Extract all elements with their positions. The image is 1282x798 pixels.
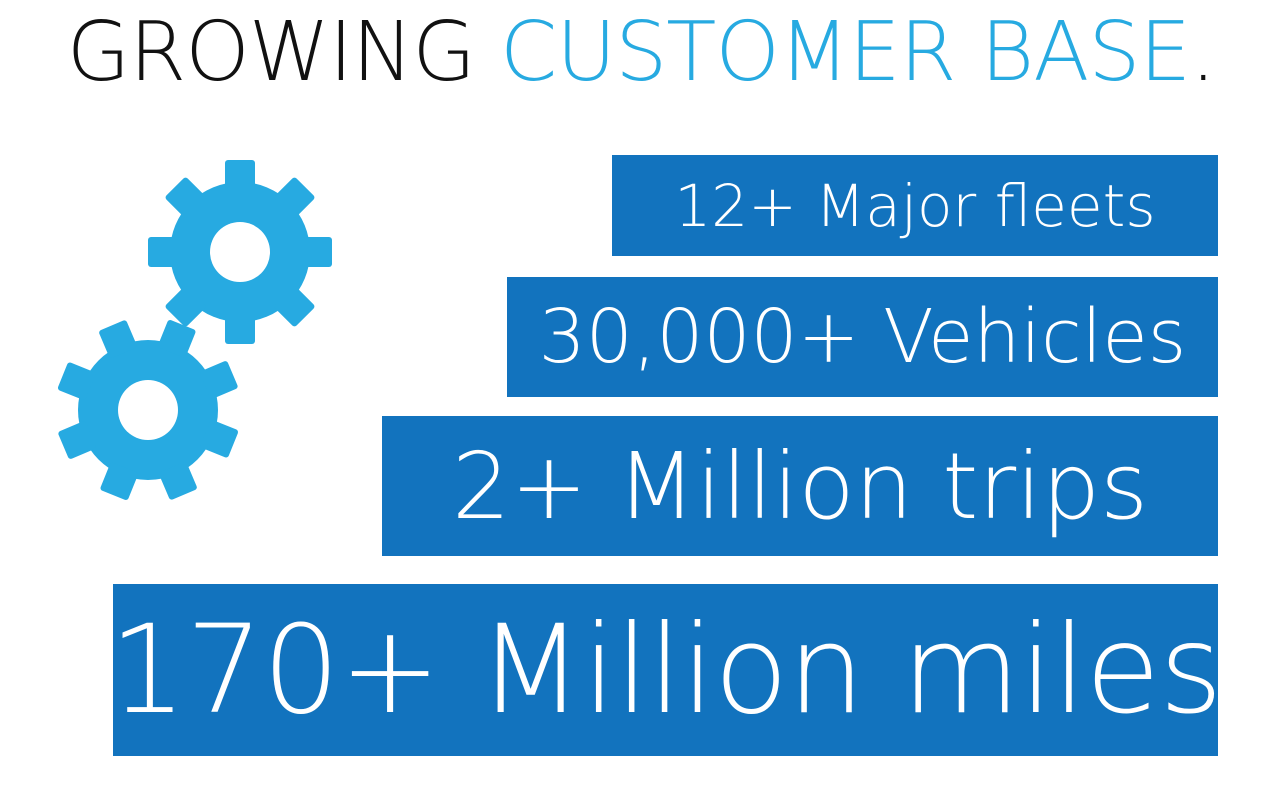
- gears-illustration: [57, 160, 332, 501]
- title-part-customer-base: CUSTOMER BASE: [499, 5, 1191, 100]
- gear-icon-bottom: [57, 319, 239, 501]
- stat-million-miles: 170+ Million miles: [109, 584, 1223, 756]
- slide-title: GROWING CUSTOMER BASE.: [0, 5, 1282, 100]
- title-period: .: [1190, 5, 1216, 100]
- stat-major-fleets: 12+ Major fleets: [612, 155, 1218, 256]
- gear-icon-top: [148, 160, 332, 344]
- stat-million-trips: 2+ Million trips: [382, 416, 1218, 556]
- title-part-growing: GROWING: [66, 5, 500, 100]
- stat-vehicles: 30,000+ Vehicles: [507, 277, 1218, 397]
